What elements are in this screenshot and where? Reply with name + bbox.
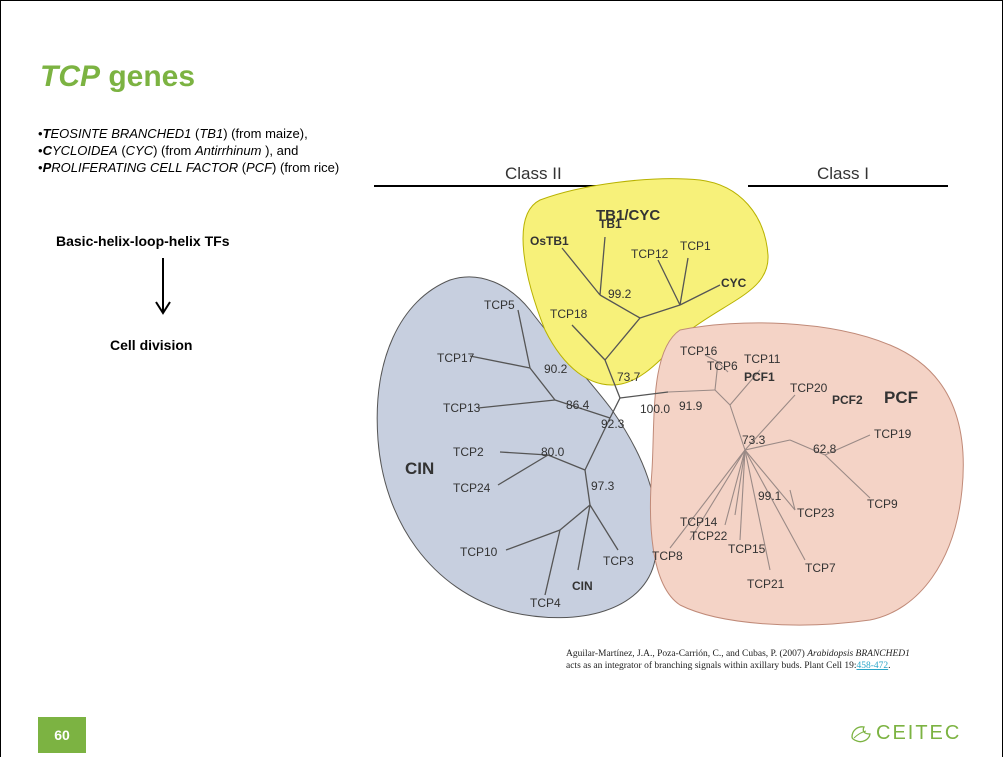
- bootstrap-12: 99.1: [758, 489, 782, 503]
- leaf-tcp2: TCP2: [453, 445, 484, 459]
- bhlh-label: Basic-helix-loop-helix TFs: [56, 233, 230, 249]
- tb1cyc-label: TB1/CYC: [596, 207, 660, 224]
- leaf-tcp12: TCP12: [631, 247, 669, 261]
- leaf-tcp15: TCP15: [728, 542, 766, 556]
- title-italic: TCP: [40, 60, 100, 93]
- tree-branches: [469, 236, 721, 596]
- bootstrap-11: 62.8: [813, 442, 837, 456]
- leaf-tb1: TB1: [599, 217, 622, 231]
- bootstrap-2: 73.7: [617, 370, 641, 384]
- bootstrap-4: 86.4: [566, 398, 590, 412]
- bootstrap-6: 100.0: [640, 402, 670, 416]
- leaf-tcp17: TCP17: [437, 351, 475, 365]
- leaf-tcp19: TCP19: [874, 427, 912, 441]
- bullet-cyc: •CYCLOIDEA (CYC) (from Antirrhinum ), an…: [38, 143, 299, 158]
- slide-title: TCP genes: [40, 60, 195, 94]
- bootstrap-7: 80.0: [541, 445, 565, 459]
- leaf-tcp9: TCP9: [867, 497, 898, 511]
- class-i-label: Class I: [817, 164, 869, 183]
- slide-number: 60: [38, 717, 86, 753]
- leaf-tcp22: TCP22: [690, 529, 728, 543]
- leaf-tcp3: TCP3: [603, 554, 634, 568]
- phylogenetic-tree: Class II Class I TB1/CYC CIN PCF: [374, 164, 964, 626]
- down-arrow-icon: [155, 258, 171, 315]
- ceitec-logo: CEITEC: [850, 722, 961, 745]
- class-ii-label: Class II: [505, 164, 562, 183]
- leaf-pcf2: PCF2: [832, 393, 863, 407]
- leaf-tcp1: TCP1: [680, 239, 711, 253]
- bullet-list: •TEOSINTE BRANCHED1 (TB1) (from maize), …: [38, 125, 339, 176]
- bullet-tb1: •TEOSINTE BRANCHED1 (TB1) (from maize),: [38, 126, 308, 141]
- bullet-pcf: •PROLIFERATING CELL FACTOR (PCF) (from r…: [38, 160, 340, 175]
- leaf-tcp16: TCP16: [680, 344, 718, 358]
- leaf-tcp7: TCP7: [805, 561, 836, 575]
- cin-label: CIN: [405, 459, 434, 478]
- leaf-tcp24: TCP24: [453, 481, 491, 495]
- leaf-pcf1: PCF1: [744, 370, 775, 384]
- bootstrap-8: 97.3: [591, 479, 615, 493]
- pcf-label: PCF: [884, 388, 918, 407]
- pcf-branches: [667, 354, 871, 571]
- cell-division-label: Cell division: [110, 337, 193, 353]
- leaf-cin: CIN: [572, 579, 593, 593]
- bootstrap-3: 90.2: [544, 362, 568, 376]
- leaf-tcp23: TCP23: [797, 506, 835, 520]
- bootstrap-9: 91.9: [679, 399, 703, 413]
- bootstrap-1: 99.2: [608, 287, 632, 301]
- leaf-tcp18: TCP18: [550, 307, 588, 321]
- bootstrap-10: 73.3: [742, 433, 766, 447]
- leaf-tcp10: TCP10: [460, 545, 498, 559]
- citation-link[interactable]: 458-472: [856, 661, 889, 671]
- ceitec-leaf-icon: [851, 725, 871, 742]
- logo-text: CEITEC: [876, 722, 962, 744]
- pcf-clade-shape: [649, 322, 964, 626]
- citation: Aguilar-Martínez, J.A., Poza-Carrión, C.…: [566, 649, 910, 671]
- leaf-tcp4: TCP4: [530, 596, 561, 610]
- bootstrap-5: 92.3: [601, 417, 625, 431]
- leaf-tcp13: TCP13: [443, 401, 481, 415]
- leaf-tcp5: TCP5: [484, 298, 515, 312]
- leaf-cyc: CYC: [721, 276, 747, 290]
- leaf-tcp20: TCP20: [790, 381, 828, 395]
- leaf-tcp8: TCP8: [652, 549, 683, 563]
- leaf-tcp6: TCP6: [707, 359, 738, 373]
- leaf-tcp21: TCP21: [747, 577, 785, 591]
- leaf-tcp14: TCP14: [680, 515, 718, 529]
- leaf-tcp11: TCP11: [744, 352, 781, 366]
- leaf-ostb1: OsTB1: [530, 234, 569, 248]
- title-rest: genes: [100, 60, 196, 93]
